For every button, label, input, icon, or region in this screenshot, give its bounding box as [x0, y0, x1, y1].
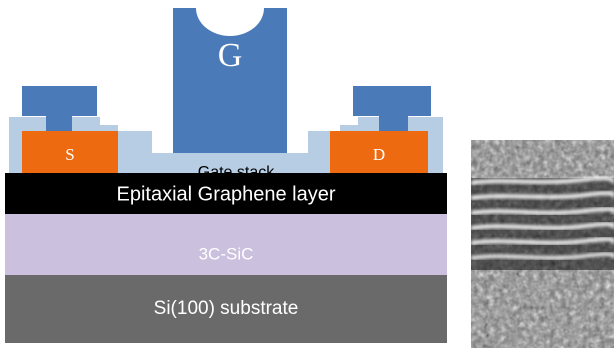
gate-label: G	[218, 37, 243, 74]
graphene-layer	[5, 173, 447, 214]
gate-stack-label: Gate stack	[198, 164, 275, 181]
gate-electrode	[173, 8, 287, 153]
substrate-layer	[5, 275, 447, 343]
substrate-label: Si(100) substrate	[154, 298, 299, 319]
source-metal-pad	[22, 86, 97, 131]
tem-graphene-fringe	[471, 176, 614, 185]
tem-micrograph	[471, 140, 614, 348]
drain-contact	[330, 131, 428, 173]
drain-metal-pad	[353, 86, 431, 131]
drain-label: D	[373, 145, 385, 164]
sic-label: 3C-SiC	[199, 244, 254, 263]
graphene-label: Epitaxial Graphene layer	[116, 183, 335, 205]
sic-layer	[5, 214, 447, 275]
source-label: S	[65, 145, 74, 164]
source-contact	[22, 131, 118, 173]
tem-graphene-fringe	[471, 207, 614, 215]
